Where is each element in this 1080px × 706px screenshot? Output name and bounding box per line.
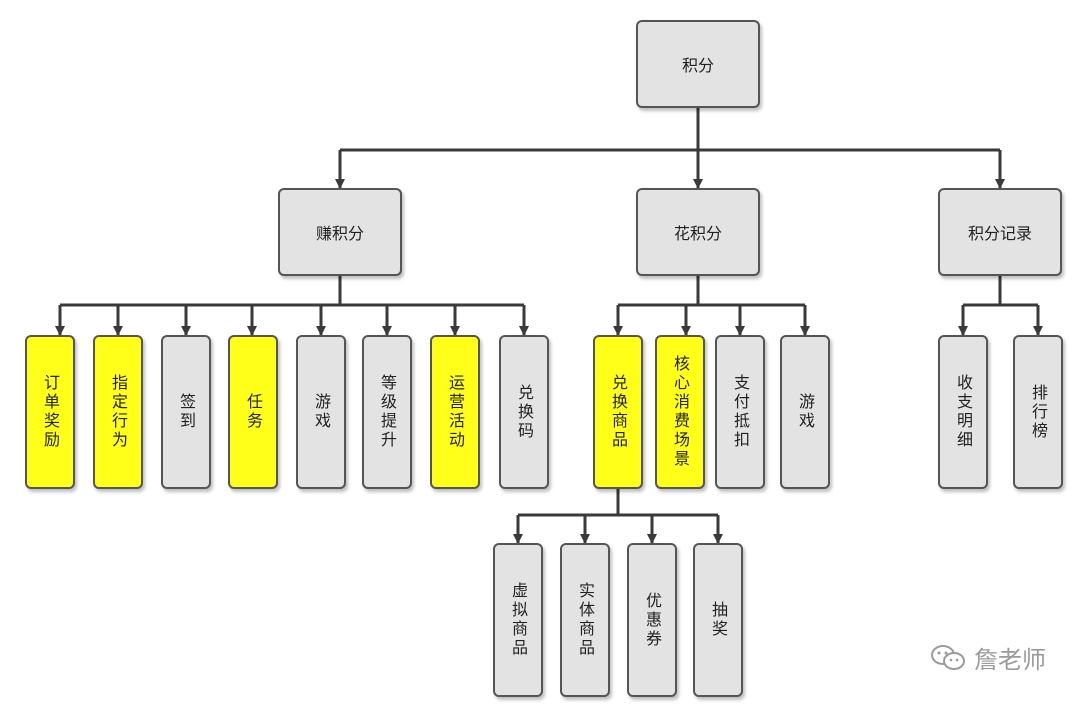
node-exchange-goods: 兑换商品 — [593, 335, 643, 489]
node-game-spend: 游戏 — [780, 335, 830, 489]
node-game-earn: 游戏 — [296, 335, 346, 489]
node-task: 任务 — [228, 335, 278, 489]
node-coupon: 优惠券 — [627, 543, 677, 697]
watermark: 詹老师 — [930, 640, 1046, 675]
node-points-record: 积分记录 — [938, 188, 1062, 276]
node-redeem-code: 兑换码 — [499, 335, 549, 489]
node-root: 积分 — [636, 20, 760, 108]
node-core-consumption: 核心消费场景 — [655, 335, 705, 489]
wechat-icon — [931, 644, 965, 670]
node-operations: 运营活动 — [430, 335, 480, 489]
node-checkin: 签到 — [161, 335, 211, 489]
watermark-text: 詹老师 — [974, 646, 1046, 674]
node-leaderboard: 排行榜 — [1013, 335, 1063, 489]
node-lottery: 抽奖 — [693, 543, 743, 697]
node-physical-goods: 实体商品 — [560, 543, 610, 697]
node-spend-points: 花积分 — [636, 188, 760, 276]
node-specified-behavior: 指定行为 — [93, 335, 143, 489]
node-earn-points: 赚积分 — [278, 188, 402, 276]
node-income-expense-detail: 收支明细 — [938, 335, 988, 489]
node-order-reward: 订单奖励 — [25, 335, 75, 489]
node-payment-deduction: 支付抵扣 — [715, 335, 765, 489]
node-virtual-goods: 虚拟商品 — [493, 543, 543, 697]
node-level-up: 等级提升 — [362, 335, 412, 489]
